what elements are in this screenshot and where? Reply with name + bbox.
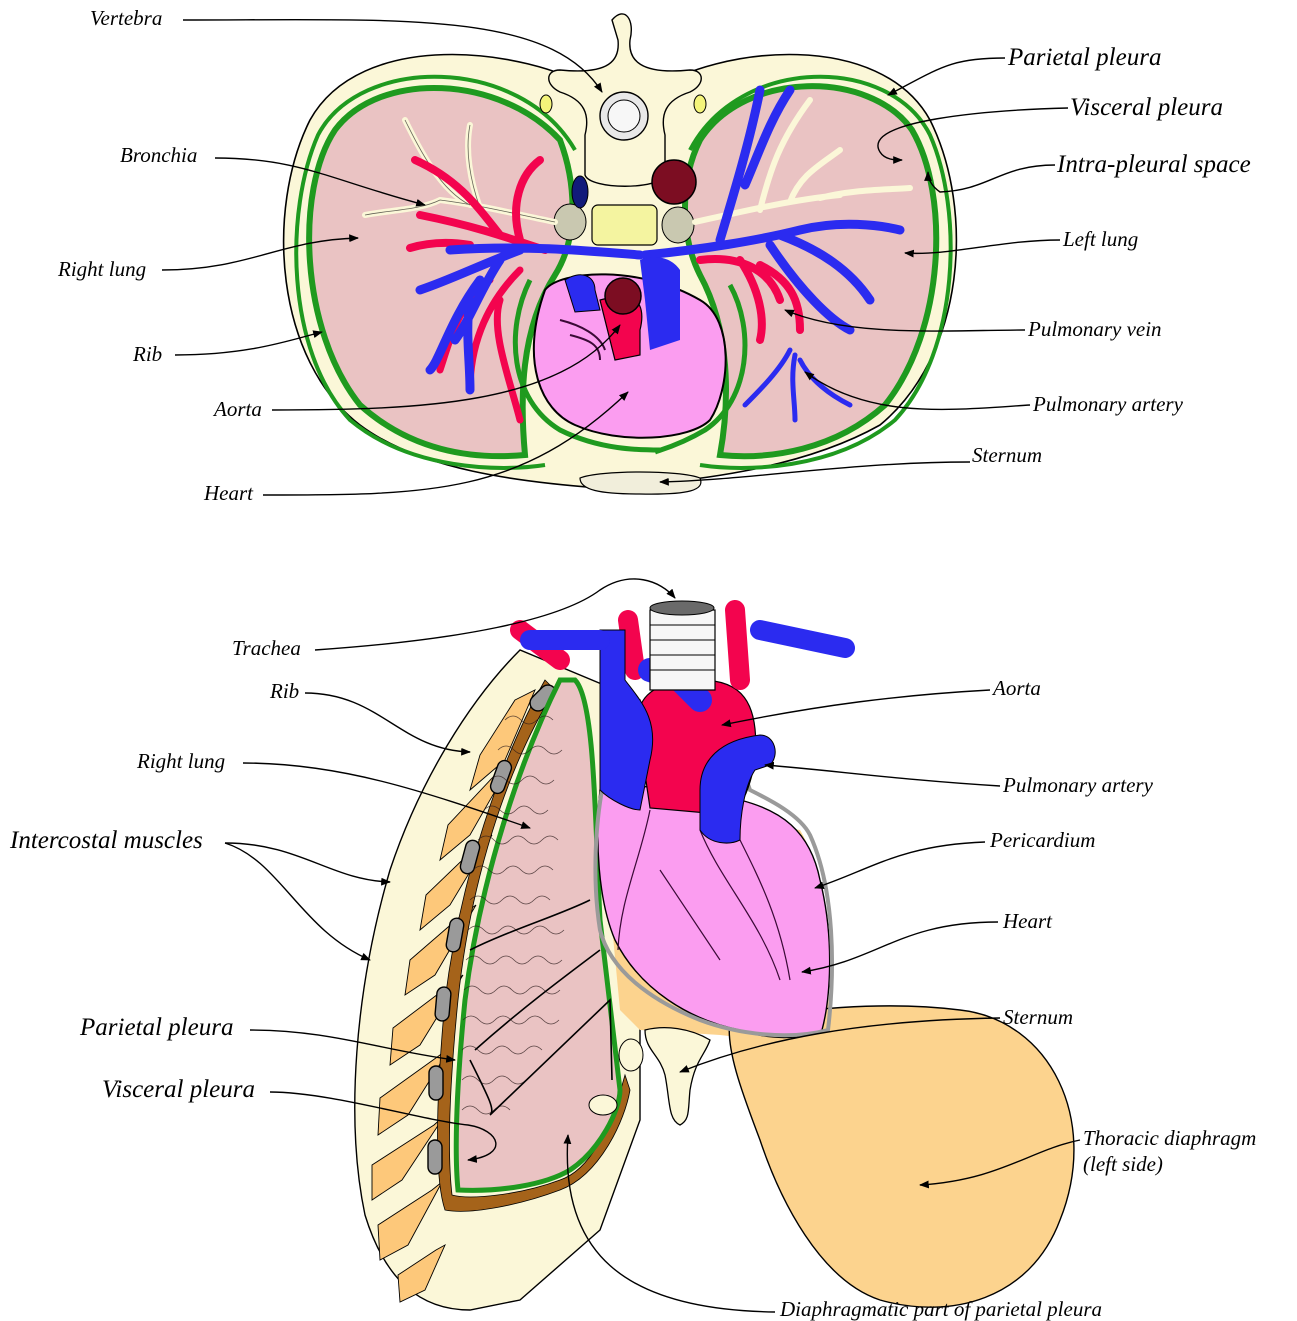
costal-cartilage — [589, 1095, 617, 1115]
label-rib-bottom: Rib — [269, 679, 299, 703]
esophagus-shape — [592, 205, 657, 245]
label-sternum-top: Sternum — [972, 443, 1042, 467]
label-trachea: Trachea — [232, 636, 301, 660]
label-visceral-pleura-bottom: Visceral pleura — [102, 1076, 255, 1103]
label-parietal-pleura-top: Parietal pleura — [1007, 44, 1161, 71]
label-rib-top: Rib — [132, 342, 162, 366]
trachea-shape — [650, 601, 715, 690]
label-right-lung-top: Right lung — [57, 257, 146, 281]
label-aorta-bottom: Aorta — [991, 676, 1041, 700]
azygos-vein-section — [572, 176, 588, 208]
label-visceral-pleura-top: Visceral pleura — [1070, 94, 1223, 121]
descending-aorta-section — [652, 160, 696, 204]
aorta-lumen — [605, 278, 641, 314]
label-vertebra: Vertebra — [90, 6, 162, 30]
transverse-section — [284, 14, 957, 494]
bronchus-right-section — [554, 204, 586, 240]
label-heart-bottom: Heart — [1002, 909, 1053, 933]
label-bronchia: Bronchia — [120, 143, 197, 167]
label-thoracic-diaphragm-side: (left side) — [1083, 1152, 1163, 1176]
thoracic-diaphragm — [729, 1006, 1074, 1307]
sternum-frontal — [645, 1028, 710, 1125]
label-right-lung-bottom: Right lung — [136, 749, 225, 773]
label-thoracic-diaphragm: Thoracic diaphragm — [1083, 1126, 1256, 1150]
label-intercostal-muscles: Intercostal muscles — [9, 827, 203, 854]
sternum-shape — [580, 472, 701, 494]
label-aorta-top: Aorta — [212, 397, 262, 421]
bronchus-left-section — [662, 207, 694, 243]
costal-cartilage — [619, 1039, 643, 1071]
label-pulmonary-artery-top: Pulmonary artery — [1032, 392, 1184, 416]
label-intra-pleural-space: Intra-pleural space — [1056, 151, 1251, 178]
label-left-lung: Left lung — [1062, 227, 1138, 251]
label-pulmonary-vein: Pulmonary vein — [1027, 317, 1162, 341]
label-heart-top: Heart — [203, 481, 254, 505]
label-parietal-pleura-bottom: Parietal pleura — [79, 1014, 233, 1041]
label-sternum-bottom: Sternum — [1003, 1005, 1073, 1029]
label-diaphragmatic-part: Diaphragmatic part of parietal pleura — [779, 1297, 1102, 1321]
label-pulmonary-artery-bottom: Pulmonary artery — [1002, 773, 1154, 797]
label-pericardium: Pericardium — [989, 828, 1095, 852]
frontal-view — [355, 601, 1074, 1310]
